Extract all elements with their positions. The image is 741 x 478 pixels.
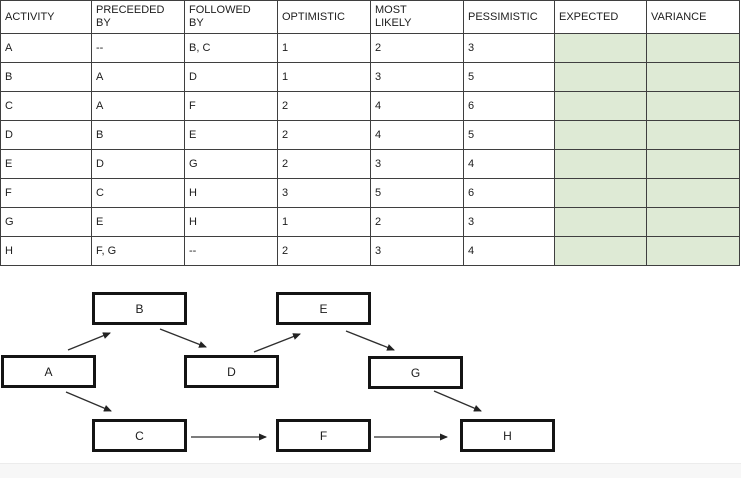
- header-activity: ACTIVITY: [0, 0, 92, 34]
- cell-expected[interactable]: [554, 149, 647, 179]
- cell-variance[interactable]: [646, 207, 740, 237]
- table-row: A -- B, C 1 2 3: [0, 33, 740, 63]
- node-G-label: G: [410, 365, 421, 380]
- cell-most-likely[interactable]: 2: [370, 33, 464, 63]
- node-E[interactable]: E: [276, 292, 371, 325]
- bottom-strip: [0, 463, 741, 478]
- node-A[interactable]: A: [1, 355, 96, 388]
- node-D-label: D: [227, 364, 236, 379]
- header-most-likely-label: MOST LIKELY: [375, 4, 412, 29]
- cell-followed-by[interactable]: --: [184, 236, 278, 266]
- cell-preceded-by[interactable]: F, G: [91, 236, 185, 266]
- header-most-likely: MOST LIKELY: [370, 0, 464, 34]
- activity-table: ACTIVITY PRECEEDED BY FOLLOWED BY OPTIMI…: [0, 0, 740, 266]
- header-preceded-by: PRECEEDED BY: [91, 0, 185, 34]
- cell-variance[interactable]: [646, 149, 740, 179]
- cell-most-likely[interactable]: 3: [370, 62, 464, 92]
- cell-pessimistic[interactable]: 4: [463, 236, 555, 266]
- header-pessimistic-label: PESSIMISTIC: [468, 10, 538, 23]
- cell-preceded-by[interactable]: D: [91, 149, 185, 179]
- edge-B-D: [159, 328, 207, 348]
- header-followed-by: FOLLOWED BY: [184, 0, 278, 34]
- header-pessimistic: PESSIMISTIC: [463, 0, 555, 34]
- node-F-label: F: [319, 428, 328, 443]
- node-F[interactable]: F: [276, 419, 371, 452]
- cell-expected[interactable]: [554, 236, 647, 266]
- cell-preceded-by[interactable]: --: [91, 33, 185, 63]
- cell-followed-by[interactable]: G: [184, 149, 278, 179]
- edge-E-G: [345, 330, 395, 351]
- cell-pessimistic[interactable]: 4: [463, 149, 555, 179]
- node-H-label: H: [503, 428, 512, 443]
- cell-expected[interactable]: [554, 33, 647, 63]
- cell-variance[interactable]: [646, 62, 740, 92]
- node-H[interactable]: H: [460, 419, 555, 452]
- header-variance-label: VARIANCE: [651, 10, 707, 23]
- header-expected-label: EXPECTED: [559, 10, 619, 23]
- cell-optimistic[interactable]: 1: [277, 207, 371, 237]
- cell-optimistic[interactable]: 2: [277, 236, 371, 266]
- cell-optimistic[interactable]: 2: [277, 149, 371, 179]
- edge-A-B: [67, 332, 111, 351]
- header-activity-label: ACTIVITY: [5, 10, 55, 23]
- node-B-label: B: [135, 301, 144, 316]
- cell-followed-by[interactable]: F: [184, 91, 278, 121]
- header-expected: EXPECTED: [554, 0, 647, 34]
- node-C[interactable]: C: [92, 419, 187, 452]
- cell-pessimistic[interactable]: 3: [463, 33, 555, 63]
- cell-variance[interactable]: [646, 120, 740, 150]
- cell-followed-by[interactable]: H: [184, 207, 278, 237]
- node-B[interactable]: B: [92, 292, 187, 325]
- cell-expected[interactable]: [554, 62, 647, 92]
- edge-A-C: [65, 391, 112, 412]
- table-row: E D G 2 3 4: [0, 149, 740, 179]
- cell-pessimistic[interactable]: 6: [463, 178, 555, 208]
- node-A-label: A: [44, 364, 53, 379]
- node-D[interactable]: D: [184, 355, 279, 388]
- cell-activity[interactable]: G: [0, 207, 92, 237]
- header-preceded-by-label: PRECEEDED BY: [96, 4, 165, 29]
- table-header-row: ACTIVITY PRECEEDED BY FOLLOWED BY OPTIMI…: [0, 0, 740, 34]
- node-E-label: E: [319, 301, 328, 316]
- cell-most-likely[interactable]: 5: [370, 178, 464, 208]
- cell-most-likely[interactable]: 4: [370, 91, 464, 121]
- cell-activity[interactable]: H: [0, 236, 92, 266]
- cell-variance[interactable]: [646, 178, 740, 208]
- table-row: B A D 1 3 5: [0, 62, 740, 92]
- table-row: D B E 2 4 5: [0, 120, 740, 150]
- cell-expected[interactable]: [554, 91, 647, 121]
- cell-variance[interactable]: [646, 236, 740, 266]
- cell-expected[interactable]: [554, 207, 647, 237]
- cell-most-likely[interactable]: 4: [370, 120, 464, 150]
- cell-variance[interactable]: [646, 33, 740, 63]
- cell-variance[interactable]: [646, 91, 740, 121]
- header-followed-by-label: FOLLOWED BY: [189, 4, 251, 29]
- edge-D-E: [253, 333, 301, 353]
- cell-followed-by[interactable]: D: [184, 62, 278, 92]
- cell-pessimistic[interactable]: 5: [463, 120, 555, 150]
- edge-G-H: [433, 390, 482, 412]
- cell-preceded-by[interactable]: A: [91, 62, 185, 92]
- header-optimistic-label: OPTIMISTIC: [282, 10, 345, 23]
- node-G[interactable]: G: [368, 356, 463, 389]
- cell-pessimistic[interactable]: 3: [463, 207, 555, 237]
- node-C-label: C: [135, 428, 144, 443]
- cell-expected[interactable]: [554, 120, 647, 150]
- table-row: H F, G -- 2 3 4: [0, 236, 740, 266]
- table-row: F C H 3 5 6: [0, 178, 740, 208]
- table-row: C A F 2 4 6: [0, 91, 740, 121]
- table-row: G E H 1 2 3: [0, 207, 740, 237]
